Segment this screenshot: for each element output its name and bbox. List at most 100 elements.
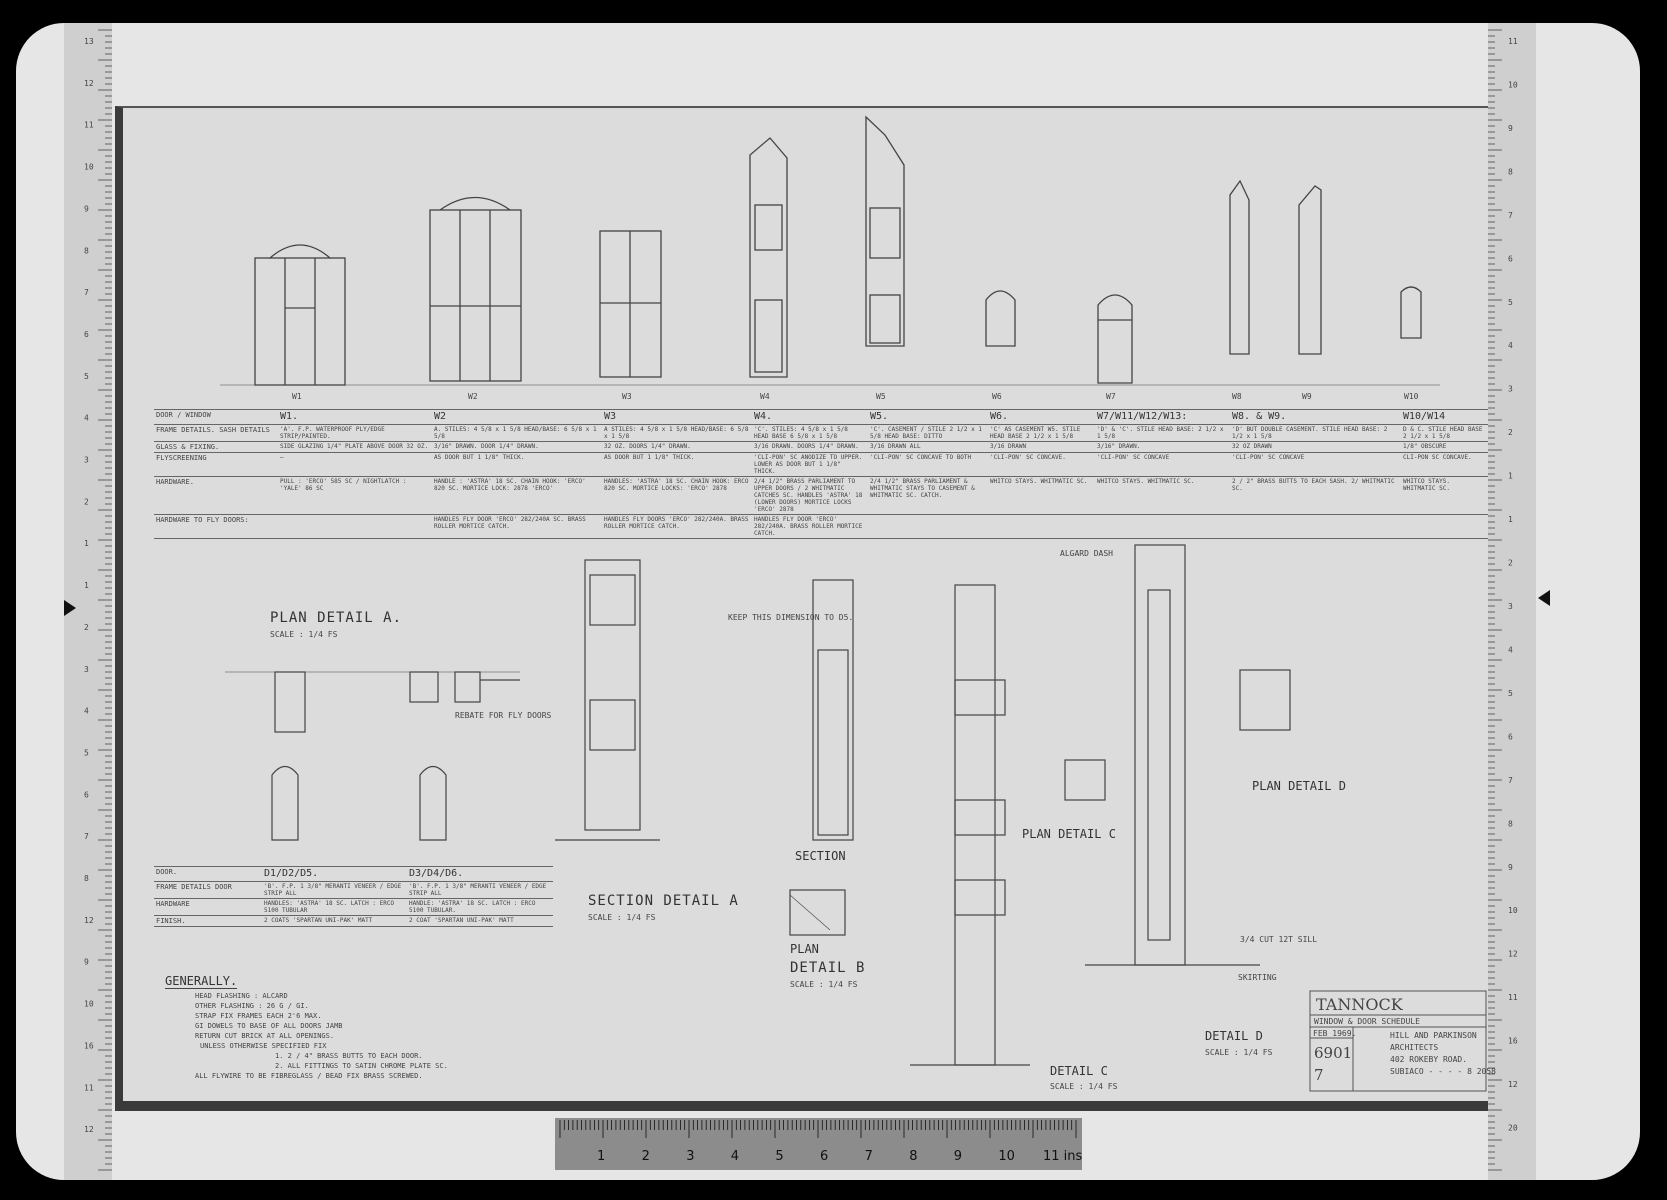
ruler-number: 5 [1508, 689, 1513, 698]
ruler-number: 10 [1508, 80, 1518, 89]
ruler-number: 20 [1508, 1124, 1518, 1133]
algard-note: ALGARD DASH [1060, 549, 1113, 558]
ruler-number: 10 [84, 1000, 94, 1009]
scale-number: 2 [642, 1149, 650, 1164]
plan-detail-b-scale: SCALE : 1/4 FS [790, 980, 858, 989]
ruler-number: 3 [84, 665, 89, 674]
elevation-w5 [865, 115, 905, 347]
ruler-number: 1 [1508, 515, 1513, 524]
column-head: W3 [602, 409, 752, 425]
cell-glass: SIDE GLAZING 1/4" PLATE ABOVE DOOR 32 OZ… [278, 441, 432, 453]
cell-hardware: WHITCO STAYS. WHITMATIC SC. [1095, 476, 1230, 515]
ruler-number: 11 [84, 1083, 94, 1092]
ruler-number: 6 [84, 330, 89, 339]
ruler-number: 12 [84, 1125, 94, 1134]
section-title: SECTION [795, 849, 846, 863]
elevation-label: W5 [876, 392, 886, 401]
door-elevations [271, 765, 447, 841]
schedule-row: FRAME DETAILS. SASH DETAILS'A'. F.P. WAT… [154, 424, 1488, 442]
cell-frame: 'B'. F.P. 1 3/8" MERANTI VENEER / EDGE S… [262, 881, 407, 899]
elevation-w2 [429, 209, 522, 382]
cell-finish: 2 COATS 'SPARTAN UNI-PAK' MATT [262, 915, 407, 927]
row-label: HARDWARE [154, 898, 262, 916]
scale-number: 10 [998, 1149, 1015, 1164]
left-marker-icon [64, 600, 76, 616]
scale-number: 9 [954, 1149, 962, 1164]
plan-detail-a-scale: SCALE : 1/4 FS [270, 630, 338, 639]
ruler-number: 11 [1508, 993, 1518, 1002]
cell-frame: 'D' & 'C'. STILE HEAD BASE: 2 1/2 x 1 5/… [1095, 424, 1230, 442]
cell-hardware: WHITCO STAYS. WHITMATIC SC. [1401, 476, 1488, 515]
schedule-row: HARDWARE.PULL : 'ERCO' 585 SC / NIGHTLAT… [154, 476, 1488, 515]
ruler-number: 7 [84, 288, 89, 297]
ruler-number: 9 [1508, 863, 1513, 872]
detail-labels: PLAN DETAIL A. SCALE : 1/4 FS REBATE FOR… [270, 549, 1346, 1091]
elevation-label: W9 [1302, 392, 1312, 401]
cell-frame: 'A'. F.P. WATERPROOF PLY/EDGE STRIP/PAIN… [278, 424, 432, 442]
ruler-number: 6 [1508, 254, 1513, 263]
scale-number: 11 ins [1043, 1149, 1083, 1164]
drawing-title: WINDOW & DOOR SCHEDULE [1314, 1017, 1420, 1026]
rebate-note: REBATE FOR FLY DOORS [455, 711, 552, 720]
cell-hardware: HANDLES: 'ASTRA' 18 SC. LATCH : ERCO 510… [262, 898, 407, 916]
skirting-note: SKIRTING [1238, 973, 1277, 982]
note-line: UNLESS OTHERWISE SPECIFIED FIX [200, 1042, 327, 1050]
ruler-number: 16 [1508, 1037, 1518, 1046]
job-number: 6901 [1314, 1044, 1352, 1062]
ruler-number: 8 [1508, 819, 1513, 828]
cell-glass: 3/16" DRAWN. [1095, 441, 1230, 453]
elevation-w4 [749, 137, 788, 378]
ruler-number: 8 [84, 246, 89, 255]
ruler-number: 2 [1508, 428, 1513, 437]
cell-hardware: 2/4 1/2" BRASS PARLIAMENT TO UPPER DOORS… [752, 476, 868, 515]
cell-hardware: PULL : 'ERCO' 585 SC / NIGHTLATCH : 'YAL… [278, 476, 432, 515]
ruler-number: 8 [1508, 167, 1513, 176]
scale-number: 7 [865, 1149, 873, 1164]
cell-glass: 1/8" OBSCURE [1401, 441, 1488, 453]
sill-note: 3/4 CUT 12T SILL [1240, 935, 1317, 944]
ruler-number: 2 [1508, 559, 1513, 568]
ruler-number: 4 [1508, 341, 1513, 350]
right-ruler [1488, 23, 1536, 1180]
cell-glass: 32 OZ DRAWN [1230, 441, 1401, 453]
scale-number: 5 [775, 1149, 783, 1164]
elevation-w7 [1097, 294, 1133, 384]
cell-frame: A STILES: 4 5/8 x 1 5/8 HEAD/BASE: 6 5/8… [602, 424, 752, 442]
scale-number: 3 [686, 1149, 694, 1164]
cell-fly: 'CLI-PON' SC CONCAVE. [988, 452, 1095, 477]
cell-hardware: 2/4 1/2" BRASS PARLIAMENT & WHITMATIC ST… [868, 476, 988, 515]
schedule-row: GLASS & FIXING.SIDE GLAZING 1/4" PLATE A… [154, 441, 1488, 453]
column-head: W5. [868, 409, 988, 425]
elevation-label: W7 [1106, 392, 1116, 401]
architect-address: 402 ROKEBY ROAD. [1390, 1055, 1467, 1064]
cell-hardware: HANDLE: 'ASTRA' 18 SC. LATCH : ERCO 5100… [407, 898, 553, 916]
keep-dimension-note: KEEP THIS DIMENSION TO D5. [728, 613, 853, 622]
scale-number: 1 [597, 1149, 605, 1164]
cell-glass: 3/16 DRAWN [988, 441, 1095, 453]
cell-fly: AS DOOR BUT 1 1/8" THICK. [432, 452, 602, 477]
ruler-number: 3 [84, 456, 89, 465]
cell-frame: A. STILES: 4 5/8 x 1 5/8 HEAD/BASE: 6 5/… [432, 424, 602, 442]
row-label: FINISH. [154, 915, 262, 927]
section-detail-a-title: SECTION DETAIL A [588, 893, 739, 909]
column-head: W4. [752, 409, 868, 425]
door-schedule-row: FRAME DETAILS DOOR'B'. F.P. 1 3/8" MERAN… [154, 881, 553, 899]
cell-flydoor [1401, 514, 1488, 539]
plan-detail-b-title-2: DETAIL B [790, 960, 865, 976]
ruler-number: 5 [84, 372, 89, 381]
elevation-w10 [1400, 286, 1422, 339]
ruler-number: 9 [84, 204, 89, 213]
detail-d-title: DETAIL D [1205, 1029, 1263, 1043]
note-line: OTHER FLASHING : 26 G / GI. [195, 1002, 309, 1010]
schedule-row: HARDWARE TO FLY DOORS:HANDLES FLY DOOR '… [154, 514, 1488, 539]
cell-glass: 3/16" DRAWN. DOOR 1/4" DRAWN. [432, 441, 602, 453]
ruler-number: 1 [84, 539, 89, 548]
ruler-number: 12 [84, 916, 94, 925]
ruler-number: 16 [84, 1041, 94, 1050]
ruler-number: 6 [84, 790, 89, 799]
column-head: W6. [988, 409, 1095, 425]
elevation-label: W4 [760, 392, 770, 401]
